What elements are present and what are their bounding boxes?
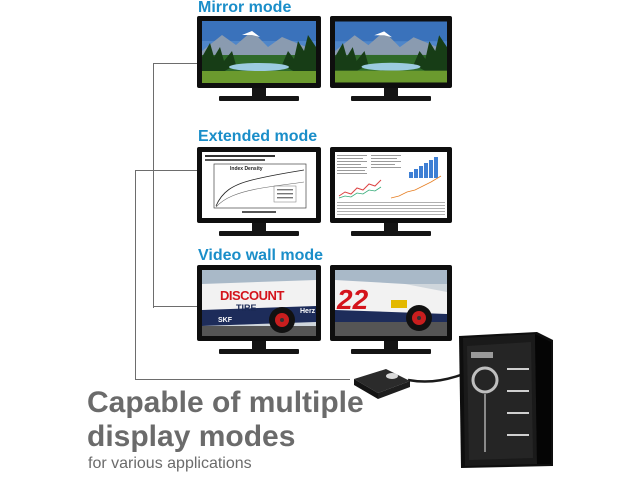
car-number-text: 22 bbox=[337, 284, 369, 315]
monitor-stand-base bbox=[219, 349, 299, 354]
monitor-stand bbox=[384, 341, 398, 350]
monitor-stand bbox=[252, 223, 266, 232]
car-sponsor-text: DISCOUNT bbox=[220, 288, 284, 303]
monitor-stand-base bbox=[351, 231, 431, 236]
connector-line bbox=[135, 170, 136, 380]
document-screen: Index Density bbox=[202, 152, 316, 218]
monitor-extended-left: Index Density bbox=[197, 147, 321, 223]
headline-line-2: display modes bbox=[87, 420, 296, 453]
chart-label: Index Density bbox=[230, 166, 263, 172]
landscape-image bbox=[202, 21, 316, 83]
connector-line bbox=[153, 306, 197, 307]
tagline: for various applications bbox=[88, 455, 252, 472]
monitor-extended-right bbox=[330, 147, 452, 223]
usb-adapter-icon bbox=[350, 365, 414, 408]
car-tire-text: TIRE bbox=[236, 303, 257, 313]
connector-line bbox=[153, 63, 154, 308]
connector-line bbox=[153, 63, 197, 64]
monitor-stand-base bbox=[351, 349, 431, 354]
tower-pc-icon bbox=[457, 328, 557, 475]
monitor-videowall-left: DISCOUNT TIRE SKF Herz bbox=[197, 265, 321, 341]
monitor-mirror-right bbox=[330, 16, 452, 88]
monitor-stand bbox=[252, 341, 266, 350]
connector-line bbox=[135, 379, 350, 380]
car-side-text: SKF bbox=[218, 317, 232, 324]
race-car-image-right: 22 bbox=[335, 270, 447, 336]
monitor-stand bbox=[384, 88, 398, 97]
monitor-stand-base bbox=[219, 231, 299, 236]
mirror-mode-title: Mirror mode bbox=[198, 0, 292, 16]
connector-line bbox=[135, 170, 197, 171]
video-wall-mode-title: Video wall mode bbox=[198, 247, 324, 264]
monitor-stand-base bbox=[219, 96, 299, 101]
headline-line-1: Capable of multiple bbox=[87, 386, 364, 419]
monitor-stand-base bbox=[351, 96, 431, 101]
landscape-image bbox=[335, 21, 447, 83]
spreadsheet-screen bbox=[335, 152, 447, 218]
race-car-image-left: DISCOUNT TIRE SKF Herz bbox=[202, 270, 316, 336]
monitor-stand bbox=[384, 223, 398, 232]
extended-mode-title: Extended mode bbox=[198, 128, 318, 145]
monitor-videowall-right: 22 bbox=[330, 265, 452, 341]
monitor-mirror-left bbox=[197, 16, 321, 88]
car-side-text-2: Herz bbox=[300, 308, 316, 315]
monitor-stand bbox=[252, 88, 266, 97]
